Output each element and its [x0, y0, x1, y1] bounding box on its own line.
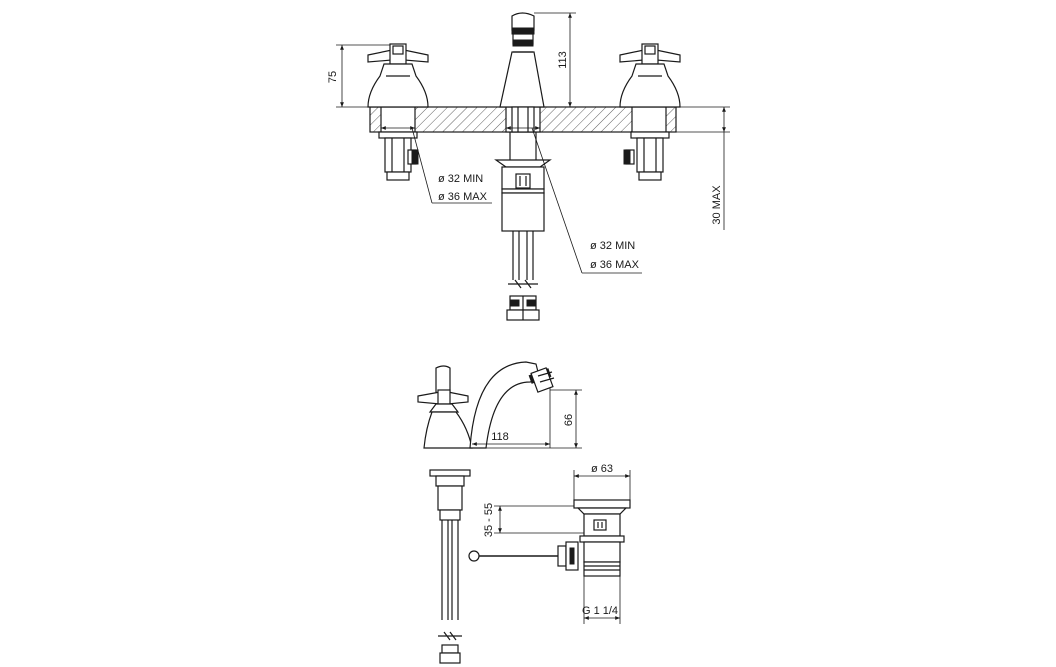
dim-75: 75	[327, 44, 390, 108]
left-hole-max-label: ø 36 MAX	[438, 191, 488, 203]
dim-35-55-label: 35 - 55	[483, 503, 495, 537]
dim-35-55: 35 - 55	[483, 503, 584, 537]
right-handle	[619, 43, 681, 181]
center-hole-max-label: ø 36 MAX	[590, 259, 640, 271]
center-hole-min-label: ø 32 MIN	[590, 240, 635, 252]
dim-g-thread: G 1 1/4	[582, 576, 621, 624]
dim-63-label: ø 63	[591, 463, 613, 475]
center-spout	[494, 12, 552, 321]
center-hole-leader: ø 32 MIN ø 36 MAX	[506, 126, 642, 274]
dim-118: 118	[472, 388, 551, 448]
side-spout	[469, 361, 555, 449]
dim-g-thread-label: G 1 1/4	[582, 605, 618, 617]
left-handle	[367, 43, 429, 181]
front-view: 75 113 30 MAX ø 32 MIN ø 36 MAX	[327, 12, 730, 321]
dim-75-label: 75	[327, 71, 339, 83]
left-hole-min-label: ø 32 MIN	[438, 173, 483, 185]
right-hole	[631, 106, 667, 133]
dim-66: 66	[472, 389, 582, 449]
dim-113-label: 113	[557, 51, 569, 69]
popup-rod	[468, 541, 579, 571]
side-stem	[429, 469, 471, 664]
left-hole-leader: ø 32 MIN ø 36 MAX	[381, 126, 492, 204]
dim-30-max-label: 30 MAX	[711, 185, 723, 225]
waste-assembly	[573, 499, 631, 577]
dim-66-label: 66	[563, 414, 575, 426]
side-cross-handle	[417, 365, 473, 449]
dim-63: ø 63	[573, 463, 631, 500]
dim-113: 113	[534, 12, 576, 108]
dim-30-max: 30 MAX	[676, 106, 730, 230]
side-view: 118 66 ø 63 35 - 55 G 1 1/4	[417, 361, 631, 664]
dim-118-label: 118	[491, 431, 509, 443]
